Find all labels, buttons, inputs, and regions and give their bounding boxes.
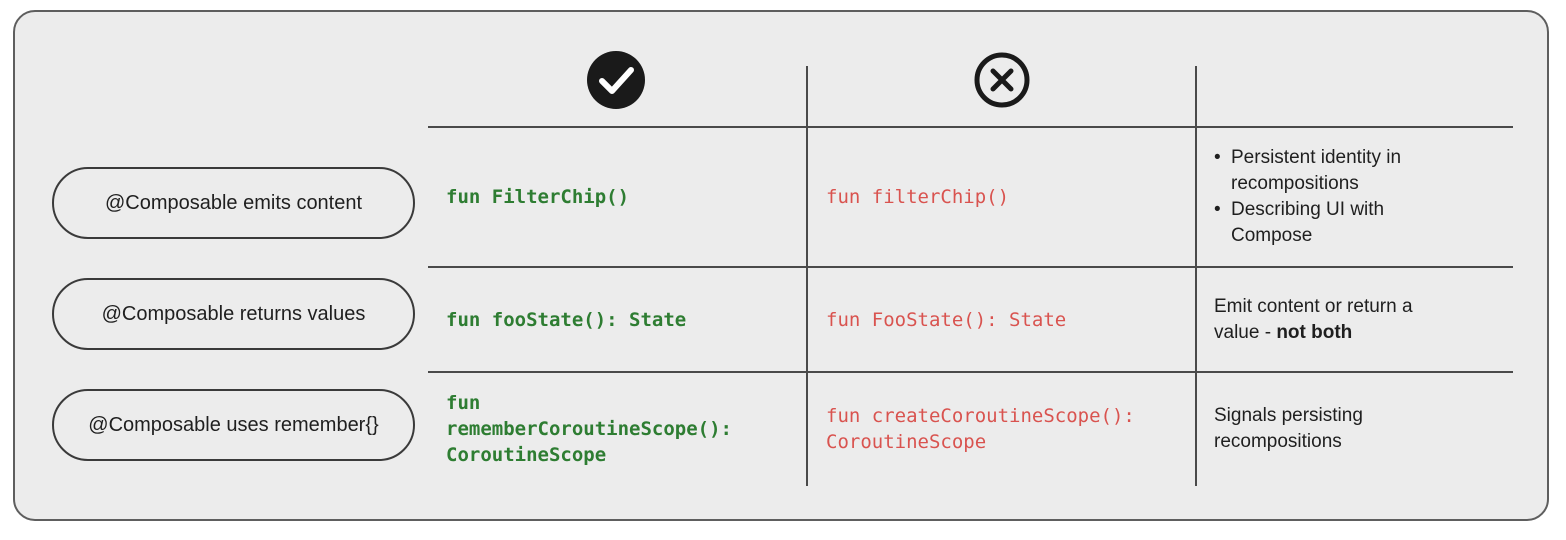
row-divider-2 (428, 371, 1513, 373)
note-row-2: Emit content or return a value - not bot… (1214, 294, 1454, 346)
comparison-panel (13, 10, 1549, 521)
column-divider-2 (1195, 66, 1197, 486)
column-divider-1 (806, 66, 808, 486)
note-bullet: Persistent identity in recompositions (1214, 145, 1444, 197)
note-emphasis: not both (1276, 322, 1353, 343)
note-text: Emit content or return a value - (1214, 296, 1413, 343)
check-circle-icon (587, 51, 645, 109)
note-bullet-list: Persistent identity in recompositions De… (1214, 145, 1444, 249)
row-label-returns-values: @Composable returns values (52, 278, 415, 350)
header-divider (428, 126, 1513, 128)
note-bullet: Describing UI with Compose (1214, 197, 1444, 249)
note-row-3: Signals persisting recompositions (1214, 405, 1363, 452)
good-code-row-2: fun fooState(): State (446, 309, 687, 331)
row-label-emits-content: @Composable emits content (52, 167, 415, 239)
note-row-1: Persistent identity in recompositions De… (1214, 145, 1444, 249)
good-code-row-3: fun rememberCoroutineScope(): CoroutineS… (446, 392, 732, 466)
row-label-uses-remember: @Composable uses remember{} (52, 389, 415, 461)
row-divider-1 (428, 266, 1513, 268)
bad-code-row-1: fun filterChip() (826, 186, 1010, 208)
good-code-row-1: fun FilterChip() (446, 186, 630, 208)
bad-code-row-3: fun createCoroutineScope(): CoroutineSco… (826, 405, 1135, 453)
x-circle-icon (974, 52, 1030, 108)
bad-code-row-2: fun FooState(): State (826, 309, 1067, 331)
